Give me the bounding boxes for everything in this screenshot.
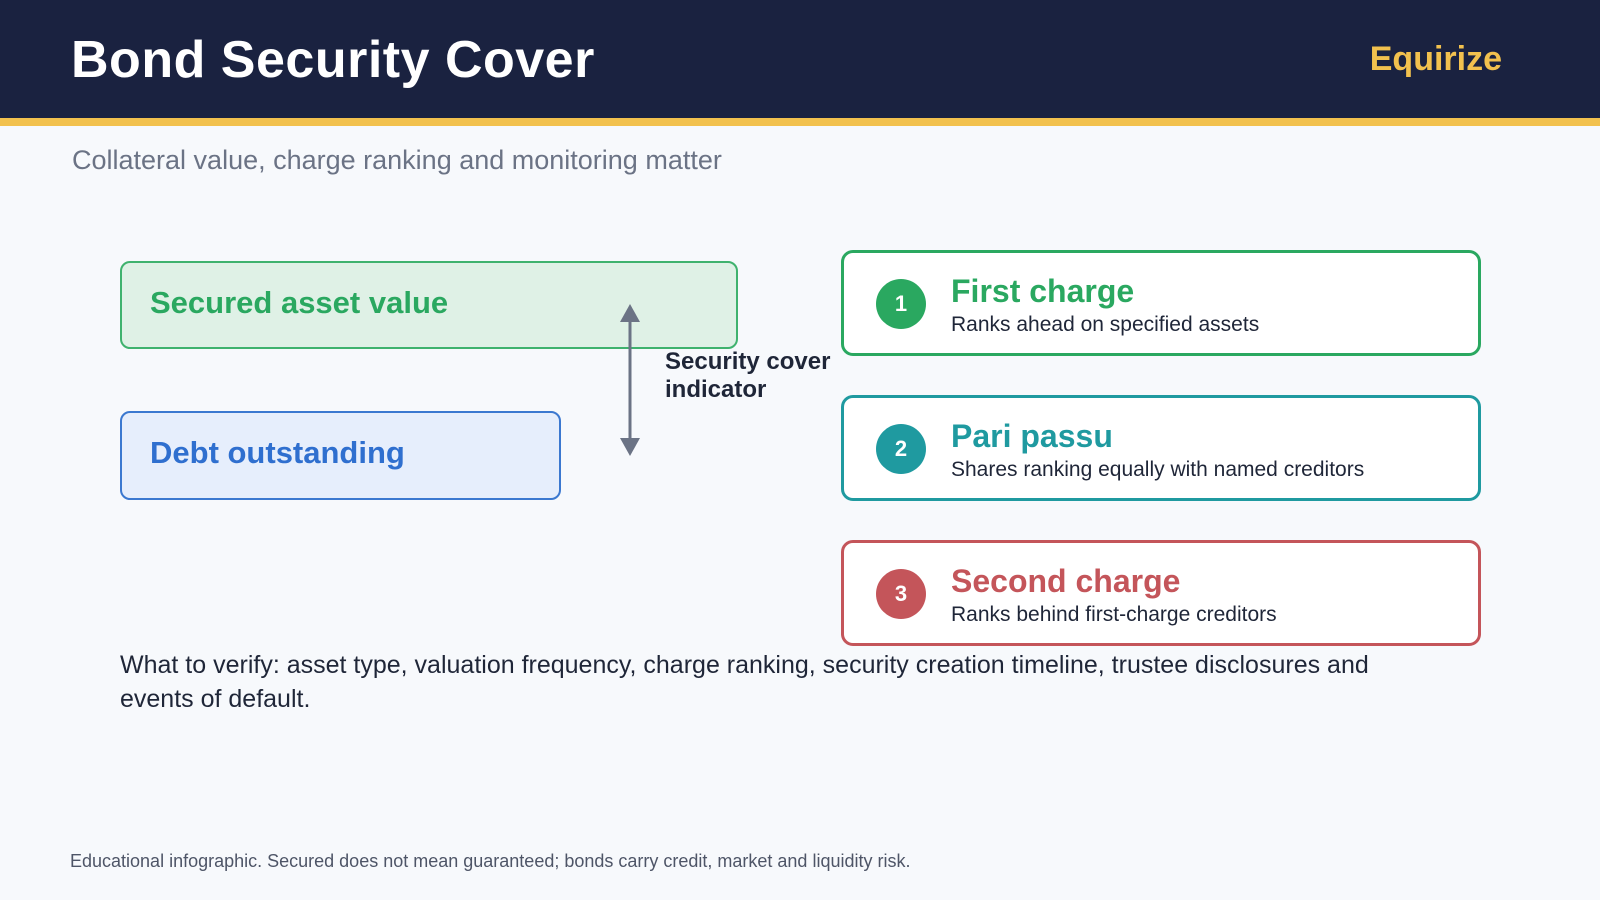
secured-asset-value-label: Secured asset value xyxy=(150,285,449,320)
charge-description: Shares ranking equally with named credit… xyxy=(951,458,1365,481)
charge-number-badge: 1 xyxy=(876,279,926,329)
charge-number-badge: 2 xyxy=(876,424,926,474)
indicator-line-1: Security cover xyxy=(665,348,831,375)
charge-card-pari-passu: 2 Pari passu Shares ranking equally with… xyxy=(841,395,1481,501)
charge-card-first: 1 First charge Ranks ahead on specified … xyxy=(841,250,1481,356)
verify-checklist-text: What to verify: asset type, valuation fr… xyxy=(120,651,1369,713)
debt-outstanding-label: Debt outstanding xyxy=(150,435,405,470)
debt-outstanding-box: Debt outstanding xyxy=(120,411,561,500)
charge-title: Second charge xyxy=(951,563,1181,599)
charge-card-second: 3 Second charge Ranks behind first-charg… xyxy=(841,540,1481,646)
charge-title: Pari passu xyxy=(951,418,1113,454)
security-cover-indicator-label: Security cover indicator xyxy=(665,348,830,404)
brand-logo: Equirize xyxy=(1369,40,1502,78)
disclaimer-footnote: Educational infographic. Secured does no… xyxy=(70,851,911,871)
header-accent-rule xyxy=(0,118,1600,126)
indicator-line-2: indicator xyxy=(665,376,767,403)
charge-description: Ranks ahead on specified assets xyxy=(951,313,1260,336)
page-subtitle: Collateral value, charge ranking and mon… xyxy=(72,145,722,175)
charge-number-badge: 3 xyxy=(876,569,926,619)
header-bar xyxy=(0,0,1600,118)
double-arrow-icon xyxy=(620,304,640,456)
secured-asset-value-box: Secured asset value xyxy=(120,261,738,349)
page-title: Bond Security Cover xyxy=(71,31,595,89)
charge-description: Ranks behind first-charge creditors xyxy=(951,603,1277,626)
charge-title: First charge xyxy=(951,273,1135,309)
